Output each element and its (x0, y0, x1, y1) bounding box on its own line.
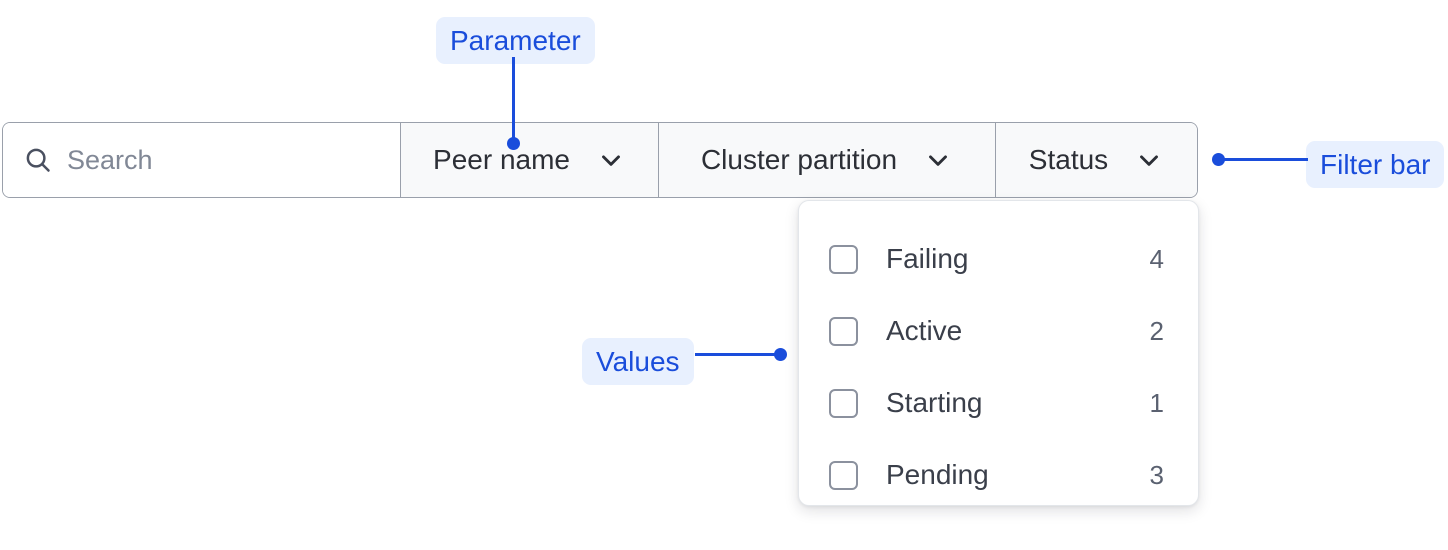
annotation-filter-bar: Filter bar (1306, 141, 1445, 188)
annotation-parameter: Parameter (436, 17, 595, 64)
filter-bar: Peer name Cluster partition Status (2, 122, 1198, 198)
annotation-dot-values (774, 348, 787, 361)
filter-peer-name[interactable]: Peer name (401, 123, 659, 197)
list-item-label: Pending (886, 459, 989, 490)
filter-cluster-partition[interactable]: Cluster partition (659, 123, 996, 197)
search-icon (23, 145, 53, 175)
list-item[interactable]: Failing 4 (799, 223, 1198, 295)
status-dropdown-panel: Failing 4 Active 2 Starting 1 Pending 3 (798, 200, 1199, 506)
checkbox-pending[interactable] (829, 460, 858, 490)
list-item-label: Starting (886, 387, 983, 418)
list-item[interactable]: Pending 3 (799, 439, 1198, 511)
annotation-values: Values (582, 338, 694, 385)
checkbox-failing[interactable] (829, 244, 858, 274)
list-item-count: 2 (1149, 315, 1164, 346)
annotation-leader-parameter (512, 57, 515, 143)
annotation-leader-filter-bar (1224, 158, 1308, 161)
chevron-down-icon (923, 145, 953, 175)
list-item-count: 3 (1149, 459, 1164, 490)
checkbox-active[interactable] (829, 316, 858, 346)
chevron-down-icon (596, 145, 626, 175)
filter-peer-name-label: Peer name (433, 144, 570, 175)
chevron-down-icon (1134, 145, 1164, 175)
list-item[interactable]: Starting 1 (799, 367, 1198, 439)
search-input[interactable] (67, 144, 367, 176)
annotation-dot-filter-bar (1212, 153, 1225, 166)
annotation-dot-parameter (507, 137, 520, 150)
list-item-label: Failing (886, 243, 969, 274)
list-item[interactable]: Active 2 (799, 295, 1198, 367)
annotation-leader-values (695, 353, 779, 356)
checkbox-starting[interactable] (829, 388, 858, 418)
search-field[interactable] (3, 123, 401, 197)
filter-cluster-partition-label: Cluster partition (700, 144, 898, 175)
filter-status[interactable]: Status (996, 123, 1197, 197)
filter-status-label: Status (1028, 144, 1109, 175)
list-item-count: 1 (1149, 387, 1164, 418)
list-item-label: Active (886, 315, 963, 346)
list-item-count: 4 (1149, 243, 1164, 274)
